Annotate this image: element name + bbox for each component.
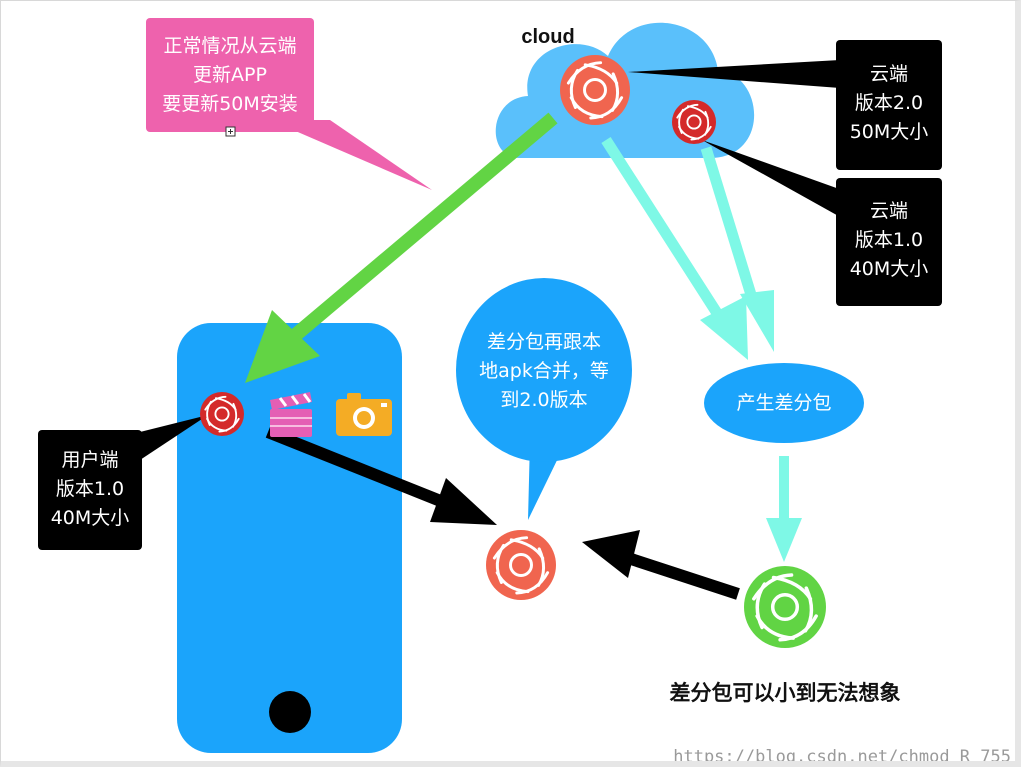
green-arrow-head [245,310,320,383]
cloud-v1-text: 云端 版本1.0 40M大小 [836,197,942,284]
black-arrow-1-shaft [265,426,451,510]
phone-body [177,323,402,753]
clapperboard-icon [270,392,312,437]
cloud-v2-line-3: 50M大小 [849,121,929,143]
shutter-icon-cloud-v1 [671,99,717,145]
user-v1-line-2: 版本1.0 [55,478,125,500]
merge-bubble-line-3: 到2.0版本 [500,389,588,411]
watermark-url: https://blog.csdn.net/chmod_R_755 [673,747,1011,767]
black-arrow-2-shaft [626,552,740,600]
pink-note-pointer [270,120,432,190]
user-v1-pointer [140,415,208,460]
cyan-arrow-1-shaft [601,137,729,327]
plus-icon [228,129,233,134]
merge-bubble-text: 差分包再跟本 地apk合并，等 到2.0版本 [458,328,630,415]
user-v1-box [38,430,142,550]
cloud-v2-pointer [628,60,840,88]
user-v1-line-3: 40M大小 [50,507,130,529]
cloud-v2-line-2: 版本2.0 [854,92,924,114]
shutter-icon-merged [484,528,558,602]
cloud-v2-text: 云端 版本2.0 50M大小 [836,60,942,147]
cloud-v2-line-1: 云端 [869,63,908,85]
shutter-icon-patch [742,564,828,650]
cloud-v1-line-3: 40M大小 [849,258,929,280]
cyan-arrow-2-head [740,290,774,352]
generate-patch-text: 产生差分包 [736,392,832,414]
cloud-label: cloud [521,26,574,48]
pink-note-text: 正常情况从云端 更新APP 要更新50M安装 [146,32,314,119]
generate-patch-ellipse [704,363,864,443]
patch-small-caption: 差分包可以小到无法想象 [669,681,901,705]
merge-bubble-line-1: 差分包再跟本 [486,331,601,353]
home-button-icon [269,691,311,733]
merge-bubble [456,278,632,462]
merge-bubble-line-2: 地apk合并，等 [479,360,609,382]
shutter-icon-cloud-v2 [558,53,632,127]
cyan-arrow-1-head [700,296,748,360]
cloud-v2-box [836,40,942,170]
camera-icon [336,393,392,436]
black-arrow-2-head [582,530,640,578]
pink-note-line-2: 更新APP [193,64,267,86]
user-v1-text: 用户端 版本1.0 40M大小 [38,446,142,533]
pink-note-line-3: 要更新50M安装 [162,93,298,115]
cloud-v1-box [836,178,942,306]
green-arrow-shaft [287,112,558,344]
shutter-icon-user-v1 [199,391,245,437]
pink-note-line-1: 正常情况从云端 [163,35,297,57]
cloud-v1-pointer [702,140,842,218]
cloud-v1-line-1: 云端 [869,200,908,222]
cloud-v1-line-2: 版本1.0 [854,229,924,251]
pink-note-box [146,18,314,132]
cyan-arrow-2-shaft [700,146,758,300]
cyan-arrow-3-head [766,518,802,562]
user-v1-line-1: 用户端 [61,449,119,471]
black-arrow-1-head [430,478,497,525]
